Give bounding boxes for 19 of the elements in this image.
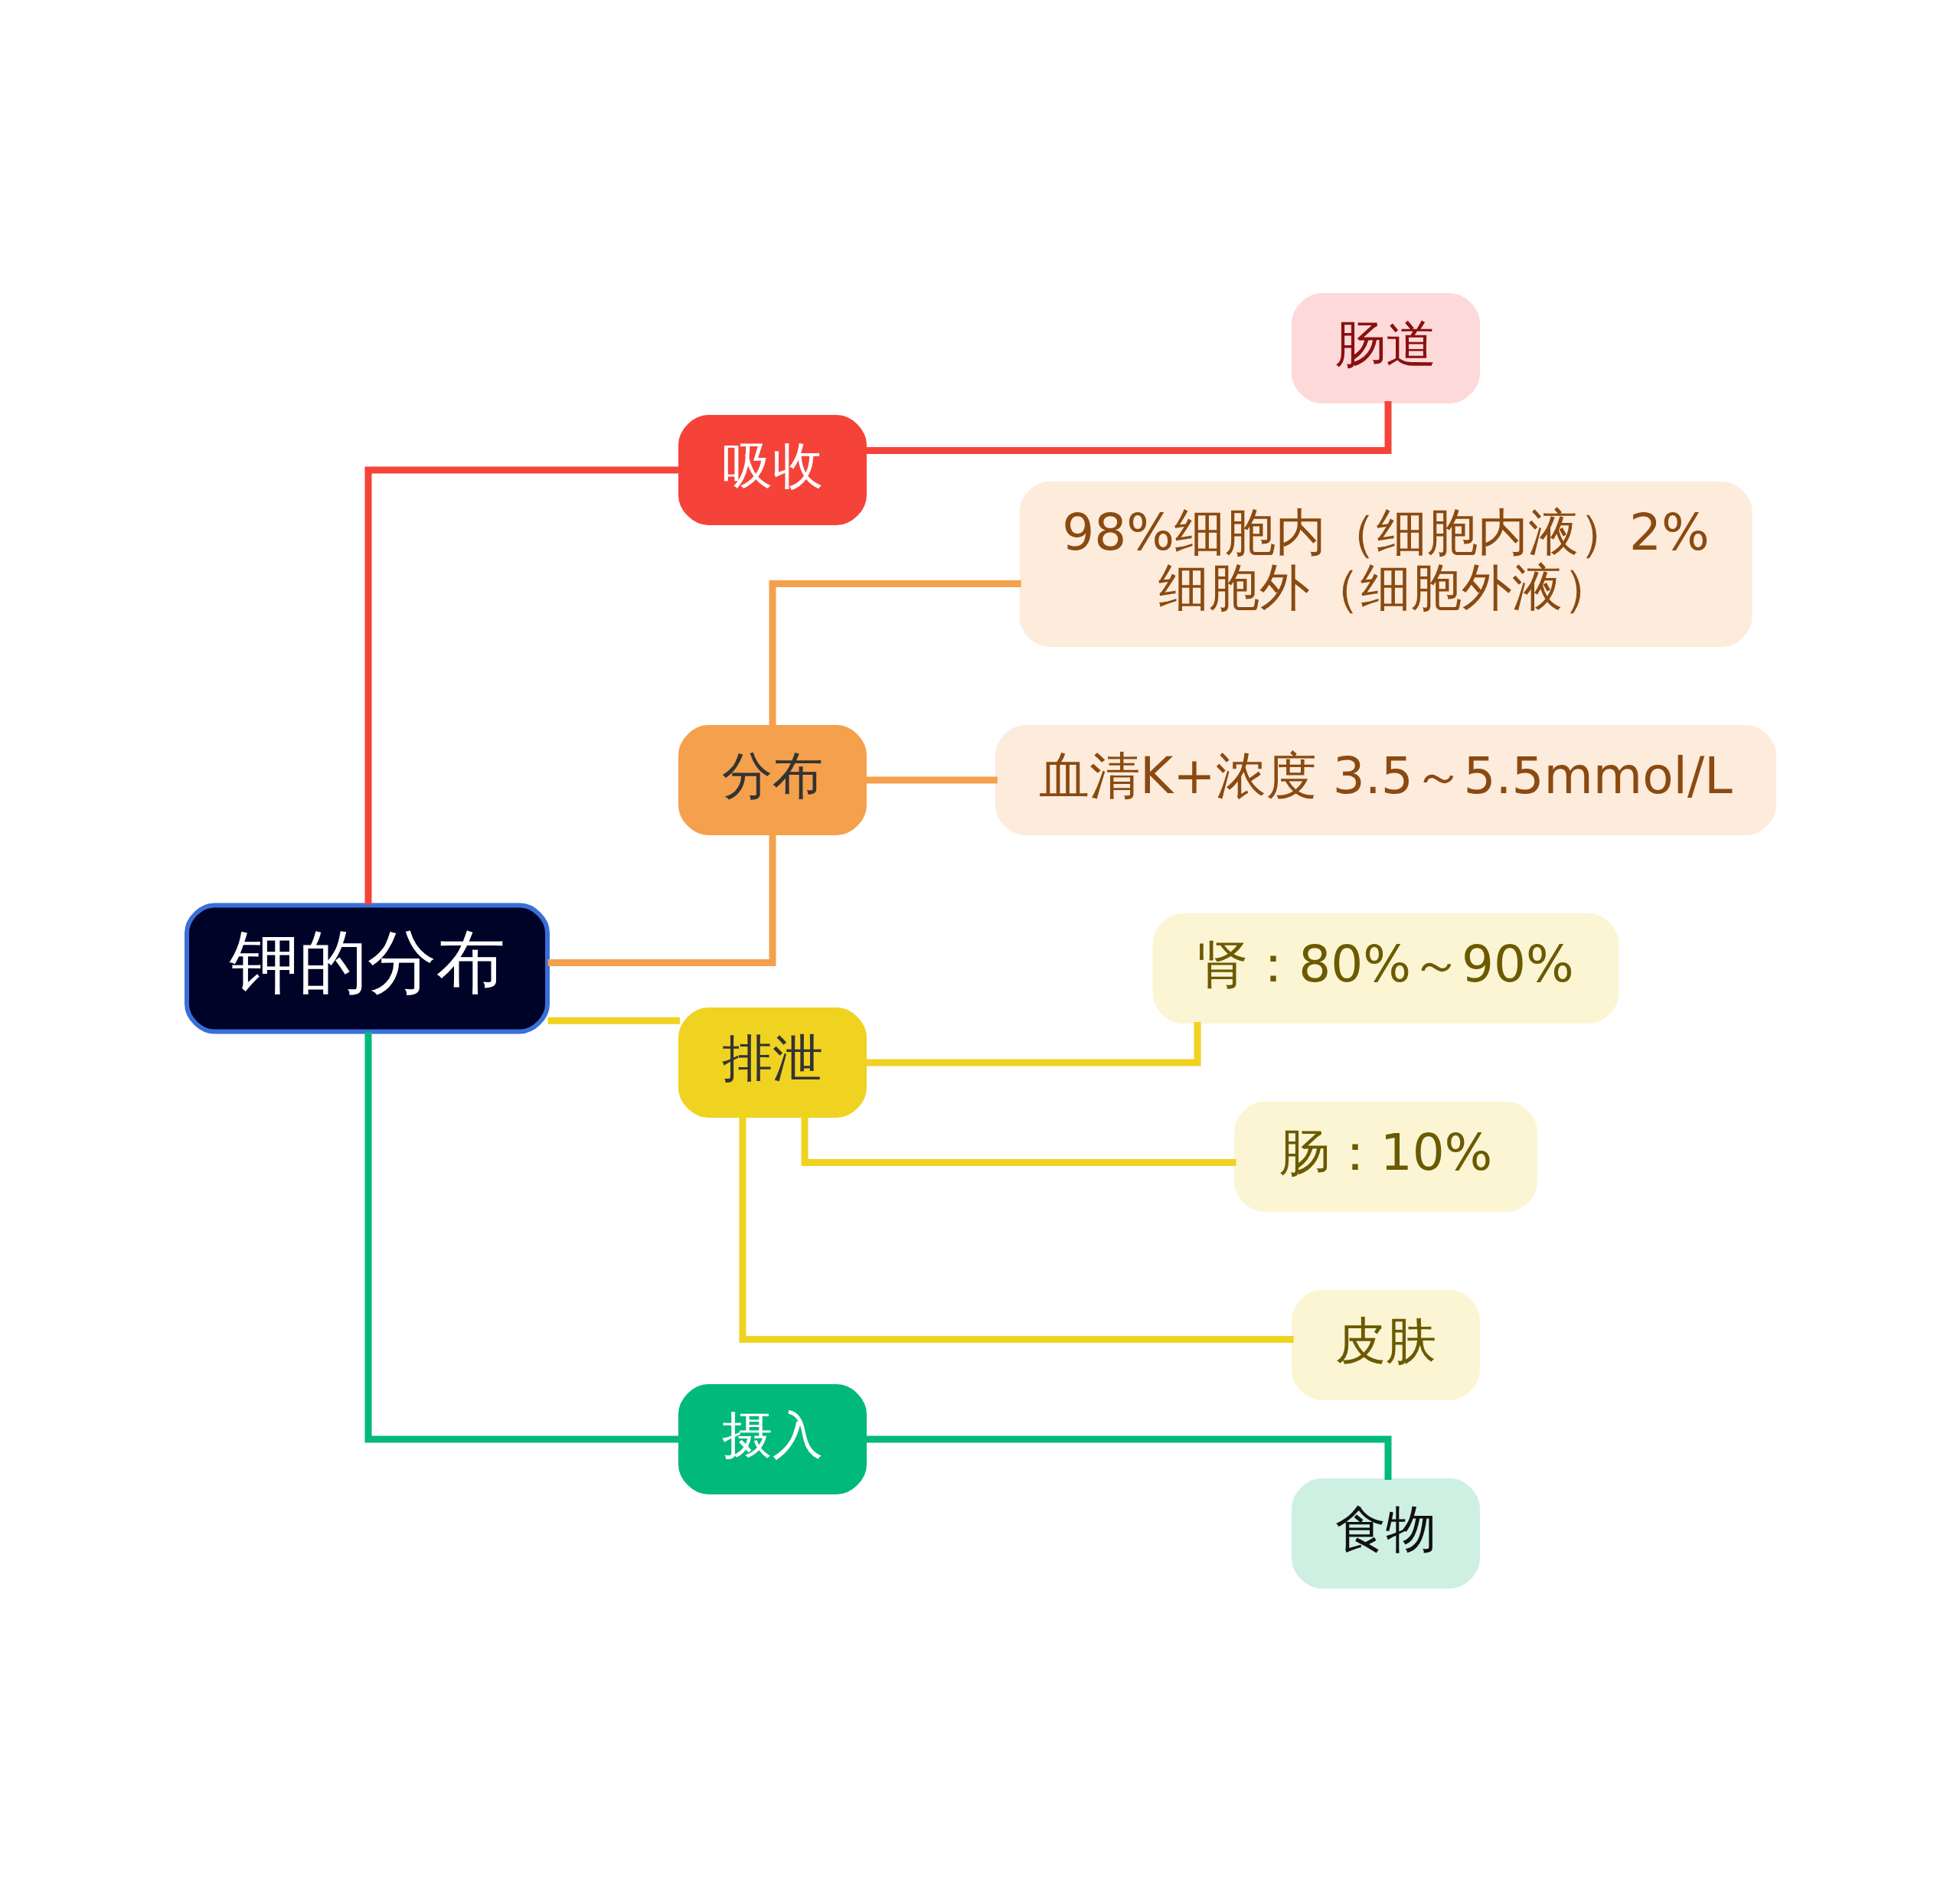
connector (547, 1017, 680, 1024)
node-box: 吸收 (678, 414, 867, 525)
connector (864, 776, 998, 783)
node-box: 钾的分布 (184, 903, 550, 1034)
node-box: 98%细胞内（细胞内液）2%细胞外（细胞外液） (1019, 481, 1752, 647)
node-box: 肠道 (1291, 292, 1480, 403)
node-box: 分布 (678, 724, 867, 835)
node-box: 摄入 (678, 1383, 867, 1494)
connector (364, 466, 680, 904)
node-box: 肾：80%～90% (1152, 913, 1619, 1024)
node-box: 肠：10% (1233, 1101, 1537, 1212)
node-box: 皮肤 (1291, 1289, 1480, 1400)
connector (769, 580, 1021, 727)
node-box: 血清K+浓度 3.5～5.5mmol/L (995, 724, 1776, 835)
node-box: 食物 (1291, 1478, 1480, 1589)
connector (739, 1115, 1294, 1343)
connector (364, 1031, 680, 1442)
connector (547, 833, 776, 966)
node-box: 排泄 (678, 1007, 867, 1118)
